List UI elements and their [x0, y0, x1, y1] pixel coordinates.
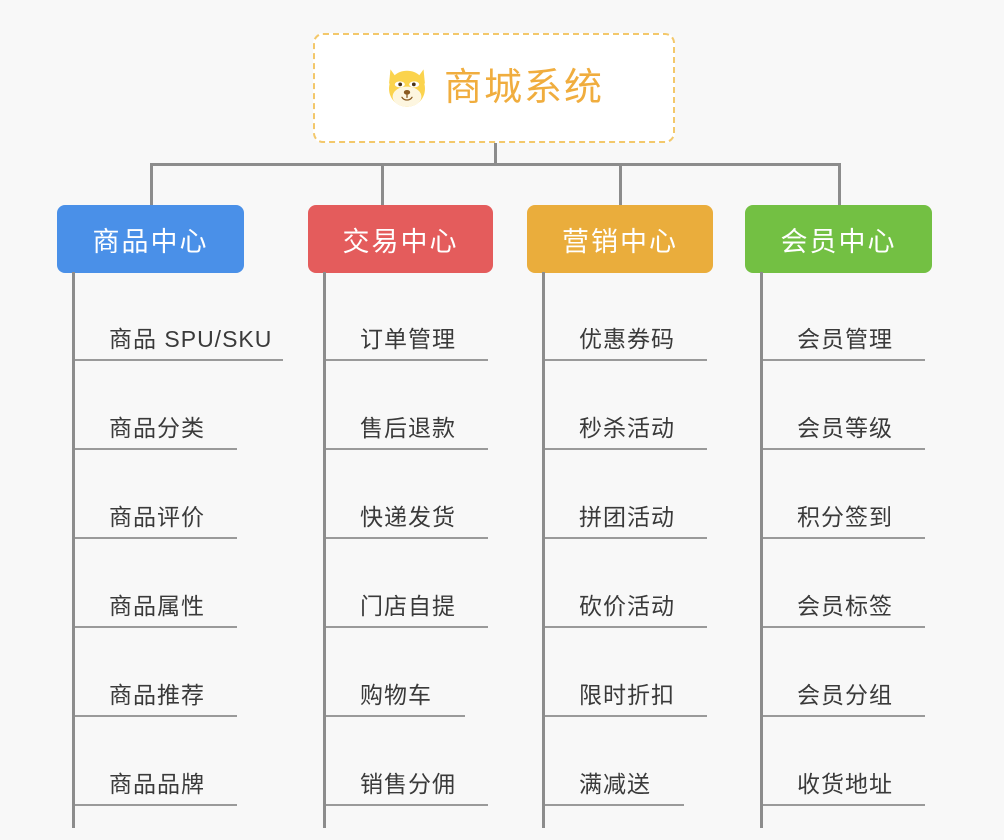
- leaf-item[interactable]: 会员等级: [763, 361, 925, 450]
- leaf-label: 会员分组: [797, 681, 893, 708]
- leaf-label: 门店自提: [360, 592, 456, 619]
- leaf-label: 积分签到: [797, 503, 893, 530]
- leaf-label: 商品评价: [109, 503, 205, 530]
- category-label-1: 商品中心: [92, 226, 209, 257]
- leaf-rule: [763, 626, 925, 628]
- leaf-rule: [545, 804, 684, 806]
- leaf-item[interactable]: 售后退款: [326, 361, 488, 450]
- leaf-item[interactable]: 商品 SPU/SKU: [75, 272, 283, 361]
- leaf-item[interactable]: 订单管理: [326, 272, 488, 361]
- category-label-4: 会员中心: [780, 226, 897, 257]
- leaf-label: 商品分类: [109, 414, 205, 441]
- leaf-rule: [545, 715, 707, 717]
- leaf-rule: [326, 448, 488, 450]
- connector-horizontal-bus: [150, 163, 841, 166]
- category-label-3: 营销中心: [562, 226, 678, 257]
- leaf-item[interactable]: 收货地址: [763, 717, 925, 806]
- leaf-item[interactable]: 购物车: [326, 628, 465, 717]
- leaf-rule: [75, 537, 237, 539]
- leaf-item[interactable]: 销售分佣: [326, 717, 488, 806]
- connector-drop-4: [838, 163, 841, 207]
- category-box-4[interactable]: 会员中心: [745, 205, 932, 273]
- leaf-trunk-2: [323, 272, 326, 828]
- leaf-label: 商品属性: [109, 592, 205, 619]
- connector-drop-2: [381, 163, 384, 207]
- connector-drop-1: [150, 163, 153, 207]
- leaf-rule: [545, 626, 707, 628]
- leaf-rule: [75, 359, 283, 361]
- leaf-label: 砍价活动: [579, 592, 675, 619]
- leaf-rule: [75, 715, 237, 717]
- leaf-item[interactable]: 商品分类: [75, 361, 237, 450]
- leaf-item[interactable]: 积分签到: [763, 450, 925, 539]
- root-node[interactable]: 商城系统: [313, 33, 675, 143]
- leaf-label: 满减送: [579, 770, 651, 797]
- leaf-label: 售后退款: [360, 414, 456, 441]
- leaf-item[interactable]: 砍价活动: [545, 539, 707, 628]
- leaf-rule: [545, 537, 707, 539]
- shiba-dog-face-icon: [389, 69, 425, 107]
- connector-root-stub: [494, 143, 497, 165]
- leaf-label: 商品 SPU/SKU: [109, 325, 273, 352]
- leaf-label: 商品品牌: [109, 770, 205, 797]
- leaf-label: 订单管理: [360, 325, 456, 352]
- leaf-rule: [326, 804, 488, 806]
- leaf-trunk-4: [760, 272, 763, 828]
- leaf-item[interactable]: 秒杀活动: [545, 361, 707, 450]
- leaf-label: 快递发货: [360, 503, 456, 530]
- category-box-3[interactable]: 营销中心: [527, 205, 713, 273]
- leaf-rule: [763, 359, 925, 361]
- leaf-label: 商品推荐: [109, 681, 205, 708]
- leaf-item[interactable]: 商品评价: [75, 450, 237, 539]
- leaf-item[interactable]: 优惠券码: [545, 272, 707, 361]
- leaf-item[interactable]: 限时折扣: [545, 628, 707, 717]
- leaf-item[interactable]: 商品属性: [75, 539, 237, 628]
- leaf-rule: [545, 448, 707, 450]
- leaf-rule: [326, 359, 488, 361]
- leaf-item[interactable]: 会员管理: [763, 272, 925, 361]
- leaf-label: 优惠券码: [579, 325, 675, 352]
- leaf-rule: [545, 359, 707, 361]
- leaf-item[interactable]: 会员标签: [763, 539, 925, 628]
- leaf-rule: [763, 804, 925, 806]
- leaf-label: 会员等级: [797, 414, 893, 441]
- leaf-label: 限时折扣: [579, 681, 675, 708]
- leaf-rule: [75, 448, 237, 450]
- leaf-rule: [763, 715, 925, 717]
- leaf-item[interactable]: 满减送: [545, 717, 684, 806]
- leaf-item[interactable]: 快递发货: [326, 450, 488, 539]
- leaf-rule: [326, 626, 488, 628]
- leaf-rule: [326, 537, 488, 539]
- leaf-rule: [326, 715, 465, 717]
- leaf-label: 会员管理: [797, 325, 893, 352]
- leaf-label: 收货地址: [797, 770, 893, 797]
- leaf-item[interactable]: 商品推荐: [75, 628, 237, 717]
- category-box-2[interactable]: 交易中心: [308, 205, 493, 273]
- leaf-rule: [763, 448, 925, 450]
- leaf-label: 拼团活动: [579, 503, 675, 530]
- connector-drop-3: [619, 163, 622, 207]
- category-label-2: 交易中心: [342, 226, 459, 257]
- leaf-rule: [75, 804, 237, 806]
- category-box-1[interactable]: 商品中心: [57, 205, 244, 273]
- leaf-item[interactable]: 会员分组: [763, 628, 925, 717]
- leaf-item[interactable]: 门店自提: [326, 539, 488, 628]
- leaf-label: 秒杀活动: [579, 414, 675, 441]
- leaf-label: 会员标签: [797, 592, 893, 619]
- leaf-rule: [75, 626, 237, 628]
- root-title: 商城系统: [443, 67, 604, 109]
- leaf-label: 购物车: [360, 681, 432, 708]
- leaf-label: 销售分佣: [360, 770, 456, 797]
- leaf-trunk-1: [72, 272, 75, 828]
- leaf-trunk-3: [542, 272, 545, 828]
- leaf-item[interactable]: 商品品牌: [75, 717, 237, 806]
- leaf-item[interactable]: 拼团活动: [545, 450, 707, 539]
- leaf-rule: [763, 537, 925, 539]
